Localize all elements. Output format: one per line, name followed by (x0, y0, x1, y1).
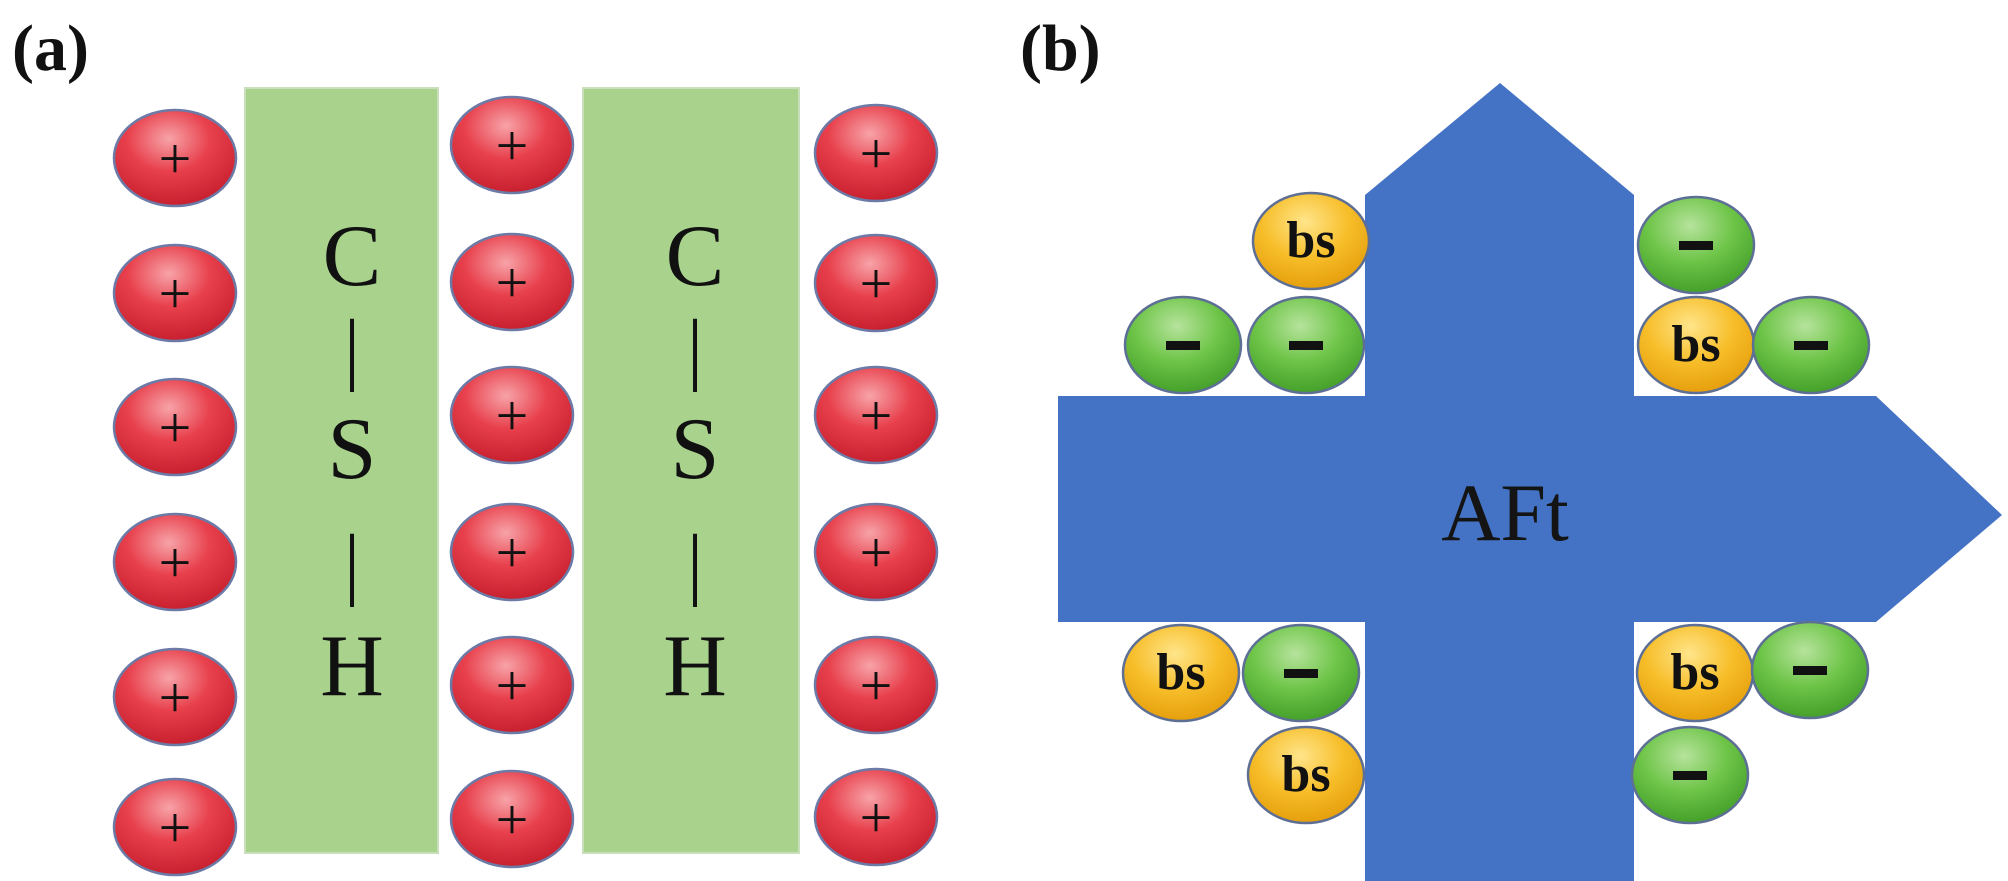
panel-a-label: (a) (12, 12, 89, 85)
cation-group: + + + + + + + + + + + + + + + + + + (112, 95, 939, 877)
bs-label: bs (1281, 746, 1330, 803)
anion: - (1123, 295, 1243, 395)
cation-ion: + (449, 95, 575, 195)
bond-bar-text: | (687, 305, 703, 393)
bond-bar-text: | (344, 520, 360, 608)
element-letter: H (663, 618, 727, 715)
minus-mark (1284, 669, 1318, 678)
plus-sign: + (159, 795, 192, 860)
minus-mark (1289, 341, 1323, 350)
plus-sign: + (860, 653, 893, 718)
plus-sign: + (159, 530, 192, 595)
anion: - (1630, 725, 1750, 825)
element-letter: S (328, 401, 377, 498)
cation-ion: + (449, 365, 575, 465)
minus-mark (1794, 341, 1828, 350)
anion: - (1750, 620, 1870, 720)
panel-b: AFt bs---bs-bs-bs-bs- (1058, 83, 2002, 881)
aft-label: AFt (1441, 467, 1569, 558)
minus-mark (1166, 341, 1200, 350)
plus-sign: + (496, 250, 529, 315)
cation-ion: + (112, 243, 238, 343)
bs-ion: bs (1246, 725, 1366, 825)
cation-ion: + (112, 647, 238, 747)
anion: - (1751, 295, 1871, 395)
plus-sign: + (860, 383, 893, 448)
plus-sign: + (496, 520, 529, 585)
cation-ion: + (813, 502, 939, 602)
bs-label: bs (1156, 644, 1205, 701)
csh-label-right: C|S|H (663, 208, 727, 715)
plus-sign: + (159, 395, 192, 460)
panel-a: C|S|H C|S|H ++++++++++++++++++ (112, 87, 939, 877)
aft-crystal-shape (1058, 83, 2002, 881)
bs-label: bs (1670, 644, 1719, 701)
plus-sign: + (860, 785, 893, 850)
plus-sign: + (496, 787, 529, 852)
element-letter: C (323, 208, 382, 305)
bs-ion: bs (1635, 623, 1755, 723)
element-letter: H (320, 618, 384, 715)
adsorbed-ions-group: bs---bs-bs-bs-bs- (1121, 191, 1871, 825)
csh-label-left: C|S|H (320, 208, 384, 715)
plus-sign: + (860, 121, 893, 186)
csh-strip-left (244, 87, 439, 854)
plus-sign: + (159, 665, 192, 730)
bs-label: bs (1286, 212, 1335, 269)
bond-bar-text: | (687, 520, 703, 608)
minus-mark (1673, 771, 1707, 780)
cation-ion: + (449, 635, 575, 735)
plus-sign: + (159, 126, 192, 191)
minus-mark (1679, 241, 1713, 250)
anion: - (1636, 195, 1756, 295)
anion: - (1241, 623, 1361, 723)
panel-b-label: (b) (1020, 12, 1101, 85)
plus-sign: + (496, 653, 529, 718)
cation-ion: + (813, 233, 939, 333)
cation-ion: + (813, 103, 939, 203)
cation-ion: + (813, 365, 939, 465)
cation-ion: + (112, 777, 238, 877)
minus-mark (1793, 666, 1827, 675)
plus-sign: + (496, 113, 529, 178)
csh-strip-right (582, 87, 800, 854)
plus-sign: + (496, 383, 529, 448)
cation-ion: + (449, 232, 575, 332)
bond-bar-text: | (344, 305, 360, 393)
plus-sign: + (860, 251, 893, 316)
cation-ion: + (449, 502, 575, 602)
cation-ion: + (449, 769, 575, 869)
element-letter: S (671, 401, 720, 498)
cation-ion: + (112, 512, 238, 612)
plus-sign: + (159, 261, 192, 326)
bs-ion: bs (1121, 623, 1241, 723)
anion: - (1246, 295, 1366, 395)
bs-ion: bs (1251, 191, 1371, 291)
cation-ion: + (813, 767, 939, 867)
plus-sign: + (860, 520, 893, 585)
bs-label: bs (1671, 316, 1720, 373)
bs-ion: bs (1636, 295, 1756, 395)
cation-ion: + (112, 108, 238, 208)
element-letter: C (666, 208, 725, 305)
cation-ion: + (813, 635, 939, 735)
cation-ion: + (112, 377, 238, 477)
